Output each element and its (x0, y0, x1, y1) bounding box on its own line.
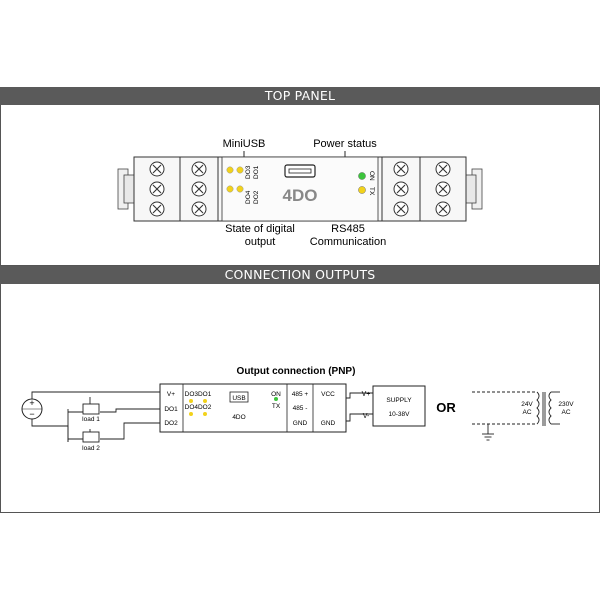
usb-label: USB (232, 395, 245, 402)
led-on (358, 172, 366, 180)
callout-rs485-line1: RS485 (331, 223, 365, 235)
source-plus-label: + (29, 398, 34, 408)
supply-box (372, 385, 426, 427)
terminal-485plus: 485 + (292, 391, 309, 398)
led-group-do (226, 166, 244, 193)
screw-slot-icon (438, 184, 448, 194)
led-do1 (236, 166, 244, 174)
module-device-label: 4DO (232, 414, 245, 421)
terminal-screws (149, 161, 451, 217)
led-do2 (236, 185, 244, 193)
transformer-primary-1: 230V (558, 401, 574, 408)
load-2-label: load 2 (82, 445, 100, 452)
screw-slot-icon (438, 204, 448, 214)
screw-slot-icon (396, 164, 406, 174)
screw-slot-icon (438, 164, 448, 174)
transformer-secondary-1: 24V (521, 401, 533, 408)
screw-slot-icon (194, 204, 204, 214)
supply-in-vminus: V- (363, 413, 370, 420)
led-do3 (226, 166, 234, 174)
terminal-485minus: 485 - (293, 405, 308, 412)
or-label: OR (436, 400, 456, 415)
top-panel-header: TOP PANEL (0, 87, 600, 105)
led-label-tx: TX (368, 187, 375, 196)
module-leds (189, 397, 278, 416)
terminal-do1: DO1 (164, 406, 178, 413)
screw-slot-icon (152, 184, 162, 194)
callout-power-status: Power status (313, 138, 377, 150)
led-label-do1: DO1 (253, 165, 260, 179)
top-panel-diagram: MiniUSB Power status State of digital ou… (117, 138, 483, 248)
screw-slot-icon (396, 184, 406, 194)
led-label-do4do2: DO4DO2 (185, 404, 212, 411)
terminal-do2: DO2 (164, 420, 178, 427)
transformer (472, 391, 560, 434)
screw-slot-icon (152, 164, 162, 174)
screw-slot-icon (152, 204, 162, 214)
terminal-gnd-power: GND (321, 420, 336, 427)
terminal-vcc: VCC (321, 391, 335, 398)
led-label-on-conn: ON (271, 391, 281, 398)
led-label-do3: DO3 (245, 165, 252, 179)
led-label-do2: DO2 (253, 190, 260, 204)
connection-diagram: Output connection (PNP) + − load 1 load … (21, 366, 574, 452)
connection-outputs-header: CONNECTION OUTPUTS (0, 266, 600, 284)
transformer-primary-2: AC (561, 409, 570, 416)
supply-in-vplus: V+ (362, 391, 371, 398)
callout-state-line2: output (245, 236, 276, 248)
device-label-top: 4DO (283, 186, 318, 205)
callout-miniusb: MiniUSB (223, 138, 266, 150)
connection-title: Output connection (PNP) (237, 366, 356, 377)
led-label-do3do1: DO3DO1 (185, 391, 212, 398)
load-1-box (82, 403, 100, 415)
led-label-do4: DO4 (245, 190, 252, 204)
terminal-vplus: V+ (167, 391, 175, 398)
load-2-box (82, 431, 100, 443)
load-1-label: load 1 (82, 416, 100, 423)
screw-slot-icon (396, 204, 406, 214)
supply-label-1: SUPPLY (386, 397, 412, 404)
ground-icon (482, 433, 494, 441)
led-label-tx-conn: TX (272, 403, 281, 410)
callout-rs485-line2: Communication (310, 236, 386, 248)
callout-state-line1: State of digital (225, 223, 295, 235)
screw-slot-icon (194, 184, 204, 194)
source-minus-label: − (29, 409, 34, 419)
screw-slot-icon (194, 164, 204, 174)
led-do4 (226, 185, 234, 193)
miniusb-port (284, 164, 316, 178)
transformer-secondary-2: AC (522, 409, 531, 416)
terminal-gnd-485: GND (293, 420, 308, 427)
led-label-on: ON (368, 171, 375, 181)
module-wiring-block (159, 383, 347, 433)
led-tx (358, 186, 366, 194)
supply-label-2: 10-38V (389, 411, 411, 418)
